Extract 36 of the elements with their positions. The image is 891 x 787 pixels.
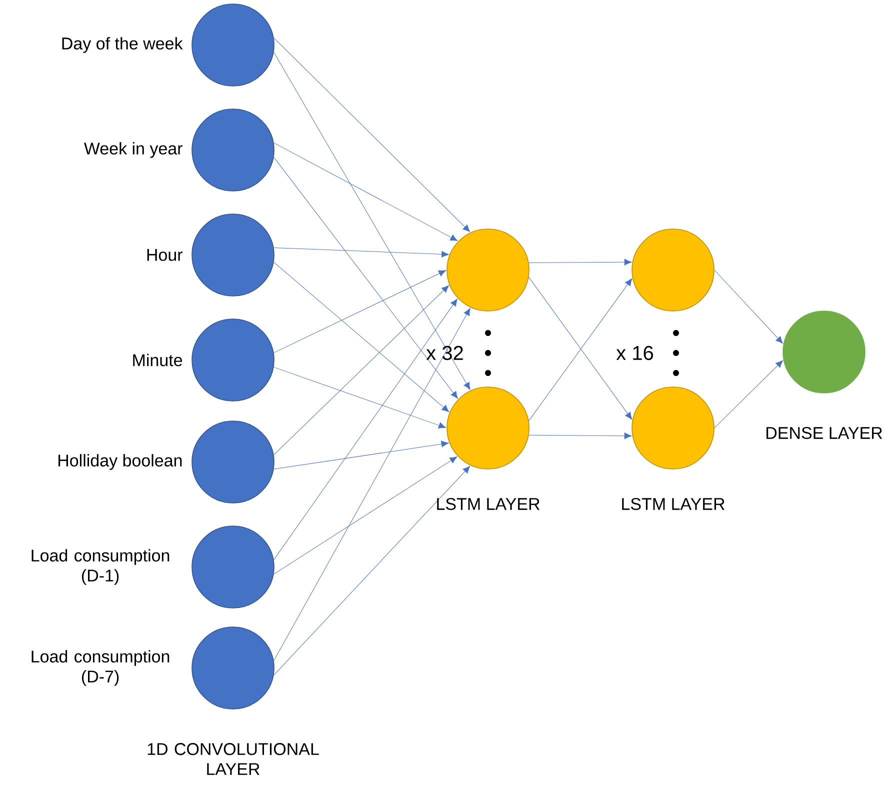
- neuron-circle: [446, 386, 530, 470]
- arrow: [274, 270, 446, 354]
- arrow: [274, 298, 458, 560]
- x-label: x 32: [426, 346, 463, 360]
- x-label: x 16: [616, 346, 653, 360]
- arrow: [274, 142, 458, 242]
- arrow: [274, 262, 450, 412]
- arrow: [274, 38, 470, 232]
- arrow: [274, 366, 446, 429]
- arrow: [274, 466, 470, 676]
- layer-label: DENSE LAYER: [766, 426, 882, 440]
- arrow: [714, 360, 783, 428]
- arrow: [274, 440, 449, 470]
- neuron-circle: [446, 228, 530, 312]
- layer-label: 1D CONVOLUTIONAL LAYER: [148, 743, 319, 775]
- arrow: [528, 258, 632, 266]
- layer-label: LSTM LAYER: [437, 498, 540, 510]
- arrow: [274, 248, 449, 258]
- layer-label: LSTM LAYER: [622, 498, 724, 510]
- input-label: Load consumption (D-1): [32, 549, 170, 585]
- arrow: [274, 156, 458, 399]
- neuron-circle: [782, 310, 866, 394]
- neuron-circle: [632, 228, 714, 312]
- input-label: Hour: [147, 249, 182, 261]
- arrow: [274, 308, 470, 662]
- arrow: [714, 270, 784, 344]
- input-label: Week in year: [84, 142, 182, 158]
- input-label: Load consumption (D-7): [32, 650, 170, 686]
- input-label: Day of the week: [62, 37, 183, 53]
- neuron-circle: [632, 386, 714, 470]
- input-label: Holliday boolean: [58, 454, 182, 470]
- arrow: [528, 432, 632, 440]
- arrow: [274, 52, 470, 390]
- input-label: Minute: [133, 354, 182, 366]
- arrow: [274, 285, 449, 456]
- arrow: [274, 456, 458, 574]
